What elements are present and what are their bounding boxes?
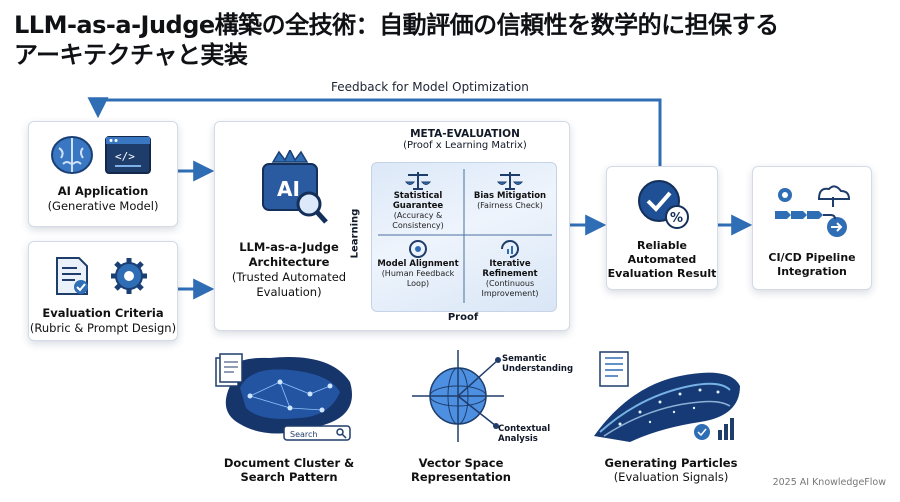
semantic-annotation-line-1: Semantic [502, 354, 547, 364]
check-percent-icon: % [638, 180, 689, 229]
ai-judge-icon: AI [262, 150, 328, 224]
result-line-1: Reliable [637, 239, 687, 252]
judge-label: LLM-as-a-Judge Architecture (Trusted Aut… [223, 240, 355, 300]
ai-application-title: AI Application [57, 184, 149, 198]
iterative-refinement-title: Iterative Refinement [482, 259, 538, 279]
particles-label: Generating Particles (Evaluation Signals… [596, 456, 746, 484]
judge-subtitle-1: (Trusted Automated [231, 270, 347, 284]
iterative-refinement-sub-2: Improvement) [481, 289, 539, 298]
particles-illustration [594, 351, 740, 442]
statistical-guarantee-sub-1: (Accuracy & [393, 211, 443, 220]
bias-mitigation-sub-1: (Fairness Check) [477, 201, 543, 210]
pipeline-icon [775, 185, 851, 237]
cicd-line-2: Integration [777, 265, 847, 278]
cicd-line-1: CI/CD Pipeline [768, 251, 856, 264]
meta-evaluation-header: META-EVALUATION (Proof x Learning Matrix… [385, 128, 545, 151]
result-line-3: Evaluation Result [607, 267, 717, 280]
contextual-annotation: Contextual Analysis [498, 424, 550, 444]
balance-icon [497, 172, 523, 190]
document-cluster-illustration: Search [215, 353, 352, 441]
particles-title-1: Generating Particles [604, 456, 738, 470]
svg-text:AI: AI [277, 177, 300, 201]
ai-application-card: </> AI Application (Generative Model) [28, 121, 178, 227]
code-window-icon: </> [105, 136, 151, 174]
evaluation-criteria-title: Evaluation Criteria [42, 306, 164, 320]
page-title: LLM-as-a-Judge構築の全技術：自動評価の信頼性を数学的に担保する ア… [14, 10, 874, 70]
ai-application-label: AI Application (Generative Model) [29, 184, 177, 214]
model-alignment-sub-1: (Human Feedback [381, 269, 455, 278]
vector-space-label: Vector Space Representation [396, 456, 526, 484]
brain-icon [51, 136, 93, 174]
evaluation-result-card: % Reliable Automated Evaluation Result [606, 166, 718, 290]
svg-text:</>: </> [115, 150, 135, 163]
model-alignment-title: Model Alignment [377, 259, 459, 269]
model-alignment-sub-2: Loop) [406, 279, 430, 288]
evaluation-criteria-subtitle: (Rubric & Prompt Design) [29, 321, 177, 335]
title-line-1: LLM-as-a-Judge構築の全技術：自動評価の信頼性を数学的に担保する [14, 11, 779, 39]
title-line-2: アーキテクチャと実装 [14, 41, 248, 69]
meta-evaluation-subtitle: (Proof x Learning Matrix) [403, 140, 527, 151]
matrix-y-axis-label: Learning [349, 208, 361, 259]
semantic-annotation-line-2: Understanding [502, 364, 574, 374]
document-check-icon [56, 257, 88, 295]
document-cluster-title-2: Search Pattern [240, 470, 338, 484]
evaluation-criteria-card: Evaluation Criteria (Rubric & Prompt Des… [28, 241, 178, 341]
target-icon [409, 240, 427, 258]
scales-icon [405, 172, 431, 190]
footer-credit: 2025 AI KnowledgeFlow [772, 477, 886, 488]
matrix-cell-iterative-refinement: Iterative Refinement (Continuous Improve… [466, 239, 554, 299]
proof-learning-matrix: Statistical Guarantee (Accuracy & Consis… [371, 162, 557, 312]
gear-icon [111, 258, 147, 294]
judge-title-1: LLM-as-a-Judge [239, 240, 339, 254]
matrix-axes [378, 169, 552, 303]
document-cluster-title-1: Document Cluster & [223, 456, 355, 470]
vector-sphere-illustration [412, 350, 504, 442]
vector-space-title-1: Vector Space [418, 456, 504, 470]
feedback-label: Feedback for Model Optimization [331, 80, 529, 94]
judge-subtitle-2: Evaluation) [256, 285, 322, 299]
vector-space-title-2: Representation [411, 470, 511, 484]
contextual-annotation-line-2: Analysis [498, 434, 538, 444]
judge-architecture-card: AI LLM-as-a-Judge Architecture (Trusted … [214, 121, 570, 331]
bias-mitigation-title: Bias Mitigation [473, 191, 547, 201]
search-field-text: Search [290, 430, 317, 439]
result-line-2: Automated [627, 253, 697, 266]
semantic-annotation: Semantic Understanding [502, 354, 573, 374]
evaluation-result-label: Reliable Automated Evaluation Result [607, 239, 717, 281]
svg-text:%: % [670, 211, 683, 226]
meta-evaluation-title: META-EVALUATION [410, 128, 520, 140]
cicd-card: CI/CD Pipeline Integration [752, 166, 872, 290]
matrix-y-axis-label-wrap: Learning [347, 204, 367, 274]
iterative-refinement-sub-1: (Continuous [485, 279, 535, 288]
feedback-loop-arrow [87, 97, 662, 166]
cicd-label: CI/CD Pipeline Integration [753, 251, 871, 279]
evaluation-criteria-label: Evaluation Criteria (Rubric & Prompt Des… [29, 306, 177, 336]
judge-title-2: Architecture [248, 255, 330, 269]
matrix-cell-model-alignment: Model Alignment (Human Feedback Loop) [374, 239, 462, 289]
matrix-cell-bias-mitigation: Bias Mitigation (Fairness Check) [466, 169, 554, 211]
statistical-guarantee-sub-2: Consistency) [392, 221, 444, 230]
statistical-guarantee-title: Statistical Guarantee [392, 191, 444, 211]
matrix-cell-statistical-guarantee: Statistical Guarantee (Accuracy & Consis… [374, 169, 462, 231]
document-cluster-label: Document Cluster & Search Pattern [214, 456, 364, 484]
refresh-chart-icon [501, 240, 519, 258]
contextual-annotation-line-1: Contextual [498, 424, 551, 434]
particles-title-2: (Evaluation Signals) [613, 470, 729, 484]
ai-application-subtitle: (Generative Model) [47, 199, 159, 213]
matrix-x-axis-label: Proof [447, 312, 479, 323]
